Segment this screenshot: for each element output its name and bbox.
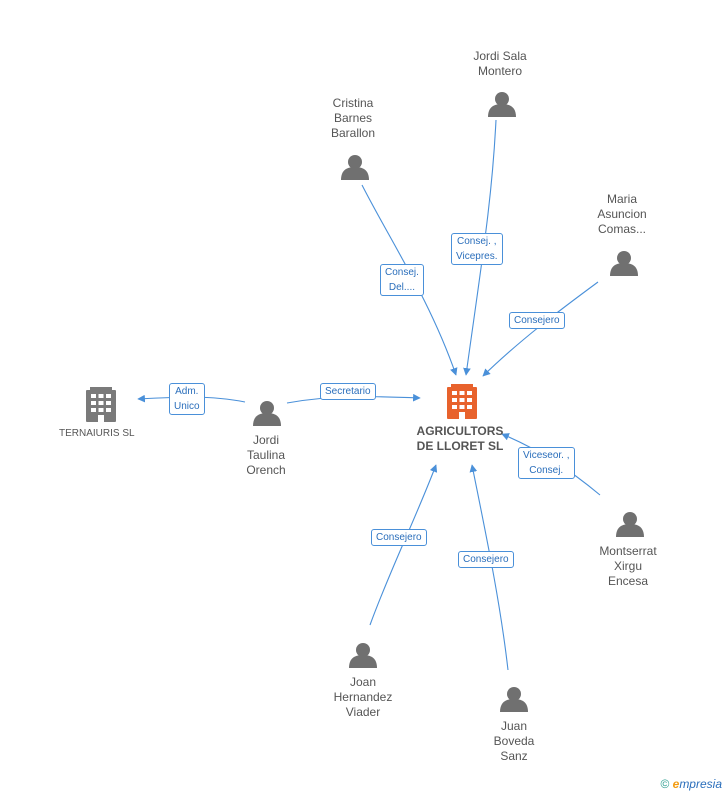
- person-name-line: Montserrat: [599, 544, 657, 558]
- role-line: Consejero: [463, 554, 509, 565]
- person-icon-jordi-sala[interactable]: [488, 92, 516, 117]
- person-label-jordi-sala[interactable]: Jordi Sala Montero: [462, 49, 538, 79]
- person-name-line: Barnes: [333, 111, 373, 125]
- person-icon-joan[interactable]: [349, 643, 377, 668]
- person-name-line: Xirgu: [613, 559, 642, 573]
- person-icon-montserrat[interactable]: [616, 512, 644, 537]
- person-icon-maria[interactable]: [610, 251, 638, 276]
- role-box-montserrat[interactable]: Viceseor. , Consej.: [518, 447, 575, 479]
- role-box-maria[interactable]: Consejero: [509, 312, 565, 329]
- person-icon-jordi-taulina[interactable]: [253, 401, 281, 426]
- brand-rest: mpresia: [679, 777, 722, 791]
- person-name-line: Viader: [345, 705, 381, 719]
- person-name-line: Boveda: [493, 734, 535, 748]
- person-label-juan[interactable]: Juan Boveda Sanz: [476, 719, 552, 764]
- role-line: Del....: [388, 282, 416, 293]
- main-company-label[interactable]: AGRICULTORS DE LLORET SL: [410, 424, 510, 454]
- role-line: Adm.: [175, 386, 199, 397]
- person-label-maria[interactable]: Maria Asuncion Comas...: [584, 192, 660, 237]
- brand-logo[interactable]: © empresia: [660, 777, 722, 791]
- role-box-jordi-taulina-main[interactable]: Secretario: [320, 383, 376, 400]
- role-box-jordi-taulina-ternaiuris[interactable]: Adm. Unico: [169, 383, 205, 415]
- role-box-joan[interactable]: Consejero: [371, 529, 427, 546]
- person-name-line: Hernandez: [333, 690, 393, 704]
- role-line: Consej.: [385, 267, 419, 278]
- role-line: Secretario: [325, 386, 371, 397]
- role-line: Vicepres.: [456, 251, 498, 262]
- role-line: Viceseor. ,: [523, 450, 570, 461]
- main-company-building-icon[interactable]: [447, 384, 477, 419]
- person-icon-cristina[interactable]: [341, 155, 369, 180]
- role-box-juan[interactable]: Consejero: [458, 551, 514, 568]
- copyright-icon: ©: [660, 777, 670, 791]
- role-line: Consej.: [529, 465, 564, 476]
- edge-maria: [482, 281, 599, 377]
- person-name-line: Montero: [477, 64, 523, 78]
- person-name-line: Juan: [500, 719, 528, 733]
- role-line: Consejero: [514, 315, 560, 326]
- ternaiuris-building-icon[interactable]: [86, 387, 116, 422]
- person-name-line: Orench: [246, 463, 286, 477]
- person-name-line: Barallon: [330, 126, 376, 140]
- person-name-line: Jordi Sala: [473, 49, 527, 63]
- role-line: Unico: [174, 401, 200, 412]
- person-name-line: Cristina: [332, 96, 374, 110]
- brand-e: e: [672, 777, 680, 791]
- person-name-line: Asuncion: [597, 207, 647, 221]
- person-name-line: Joan: [349, 675, 377, 689]
- person-name-line: Taulina: [246, 448, 286, 462]
- person-label-jordi-taulina[interactable]: Jordi Taulina Orench: [228, 433, 304, 478]
- person-name-line: Comas...: [597, 222, 646, 236]
- ternaiuris-label[interactable]: TERNAIURIS SL: [59, 428, 135, 439]
- main-company-line1: AGRICULTORS: [416, 424, 504, 438]
- role-box-jordi-sala[interactable]: Consej. , Vicepres.: [451, 233, 503, 265]
- person-name-line: Sanz: [500, 749, 528, 763]
- main-company-line2: DE LLORET SL: [416, 439, 504, 453]
- person-label-joan[interactable]: Joan Hernandez Viader: [323, 675, 403, 720]
- person-label-cristina[interactable]: Cristina Barnes Barallon: [315, 96, 391, 141]
- person-name-line: Encesa: [607, 574, 649, 588]
- person-icon-juan[interactable]: [500, 687, 528, 712]
- role-line: Consej. ,: [457, 236, 497, 247]
- role-box-cristina[interactable]: Consej. Del....: [380, 264, 424, 296]
- person-label-montserrat[interactable]: Montserrat Xirgu Encesa: [586, 544, 670, 589]
- role-line: Consejero: [376, 532, 422, 543]
- person-name-line: Maria: [606, 192, 637, 206]
- person-name-line: Jordi: [252, 433, 279, 447]
